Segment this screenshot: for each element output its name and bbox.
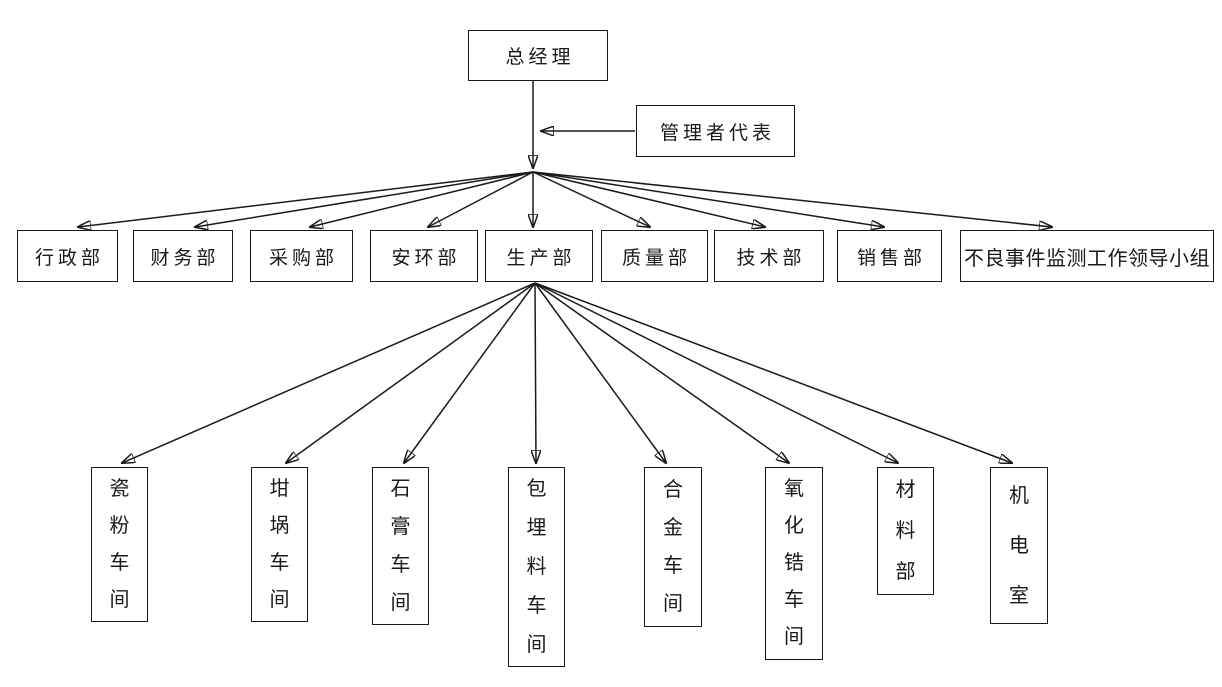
node-label: 瓷粉车间	[109, 477, 130, 611]
node-workshop-gypsum: 石膏车间	[372, 467, 429, 625]
node-dept-technology: 技术部	[714, 230, 824, 282]
node-label: 财务部	[150, 247, 220, 269]
node-materials-department: 材料部	[877, 467, 934, 595]
node-label: 管理者代表	[659, 122, 775, 144]
node-dept-quality: 质量部	[601, 230, 708, 282]
node-dept-safety-environment: 安环部	[370, 230, 478, 282]
node-dept-production: 生产部	[485, 230, 593, 282]
node-label: 销售部	[856, 247, 926, 269]
node-label: 材料部	[895, 478, 916, 583]
node-label: 技术部	[736, 247, 806, 269]
node-adverse-event-monitoring-group: 不良事件监测工作领导小组	[960, 230, 1214, 282]
node-label: 安环部	[391, 247, 461, 269]
node-dept-sales: 销售部	[837, 230, 942, 282]
node-management-representative: 管理者代表	[636, 105, 795, 157]
node-workshop-zirconia: 氧化锆车间	[765, 467, 823, 660]
node-label: 质量部	[621, 247, 691, 269]
node-mechanical-electrical-room: 机电室	[990, 467, 1048, 624]
node-general-manager: 总经理	[468, 30, 608, 81]
node-label: 石膏车间	[390, 478, 411, 614]
node-dept-admin: 行政部	[17, 230, 118, 282]
node-dept-purchasing: 采购部	[250, 230, 353, 282]
node-label: 合金车间	[663, 479, 683, 615]
node-workshop-alloy: 合金车间	[644, 467, 702, 627]
node-workshop-investment-material: 包埋料车间	[508, 467, 565, 667]
node-label: 不良事件监测工作领导小组	[964, 247, 1210, 270]
node-workshop-ceramic-powder: 瓷粉车间	[91, 467, 148, 622]
node-label: 总经理	[505, 47, 575, 68]
node-label: 包埋料车间	[526, 477, 547, 656]
node-dept-finance: 财务部	[133, 230, 233, 282]
node-label: 生产部	[506, 247, 576, 269]
node-label: 机电室	[1009, 484, 1029, 607]
node-label: 坩埚车间	[269, 477, 290, 611]
node-label: 行政部	[34, 247, 104, 269]
node-label: 采购部	[268, 247, 338, 269]
node-label: 氧化锆车间	[784, 478, 804, 648]
node-workshop-crucible: 坩埚车间	[251, 467, 308, 622]
